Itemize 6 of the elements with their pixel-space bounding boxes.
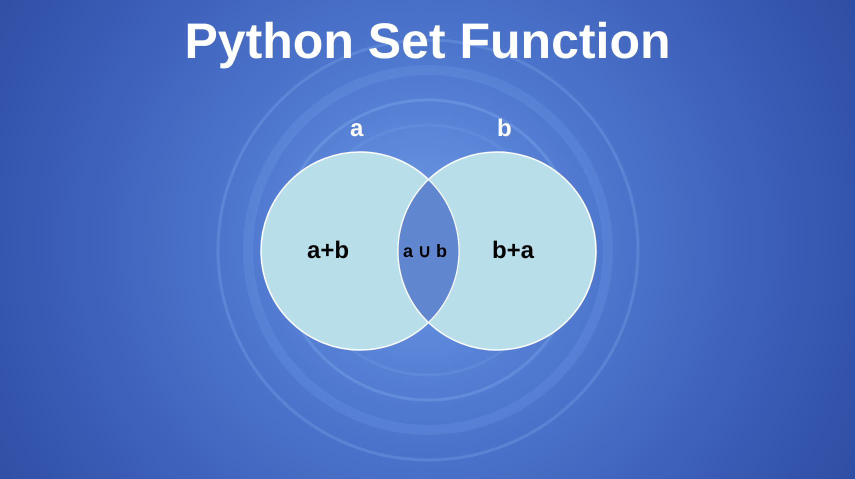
title: Python Set Function (183, 12, 672, 70)
region-label: a+b (307, 237, 350, 265)
set-label: b (497, 115, 512, 143)
set-label: a (350, 115, 364, 143)
region-label: a ∪ b (403, 240, 448, 262)
region-label: b+a (492, 237, 534, 265)
